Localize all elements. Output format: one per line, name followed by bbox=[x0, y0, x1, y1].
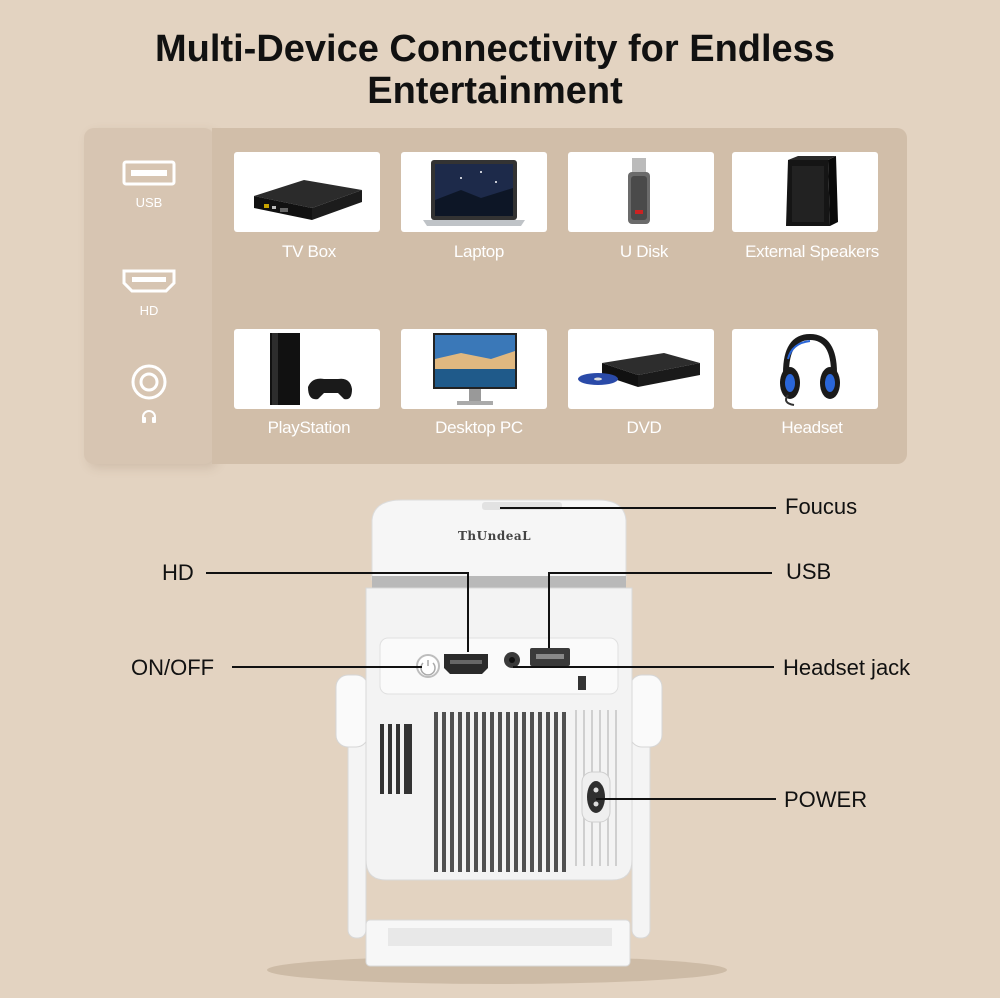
label-usb: USB bbox=[786, 559, 832, 584]
card-external-speakers bbox=[732, 152, 878, 232]
card-playstation bbox=[234, 329, 380, 409]
card-u-disk bbox=[568, 152, 714, 232]
leader-onoff bbox=[232, 666, 422, 668]
projector-brand: ThUndeaL bbox=[458, 529, 532, 543]
leader-headset-jack bbox=[513, 666, 774, 668]
card-laptop bbox=[401, 152, 547, 232]
tv-box-icon bbox=[254, 180, 362, 220]
device-label-headset: Headset bbox=[781, 418, 843, 437]
label-headset-jack: Headset jack bbox=[783, 655, 911, 680]
port-audio bbox=[84, 362, 214, 426]
leader-power bbox=[596, 798, 776, 800]
device-label-external-speakers: External Speakers bbox=[745, 242, 879, 261]
device-label-desktop-pc: Desktop PC bbox=[435, 418, 523, 437]
usb-port-icon bbox=[122, 160, 176, 186]
desktop-pc-icon bbox=[433, 333, 517, 405]
card-tv-box bbox=[234, 152, 380, 232]
hdmi-port-icon bbox=[122, 269, 176, 293]
device-label-laptop: Laptop bbox=[453, 242, 505, 261]
usb-disk-icon bbox=[628, 158, 650, 224]
title-line-2: Entertainment bbox=[367, 70, 623, 112]
label-focus: Foucus bbox=[785, 494, 858, 519]
card-headset bbox=[732, 329, 878, 409]
device-label-dvd: DVD bbox=[626, 418, 662, 437]
leader-hd-drop bbox=[467, 572, 469, 652]
title-line-1: Multi-Device Connectivity for Endless bbox=[155, 28, 835, 70]
label-onoff: ON/OFF bbox=[131, 655, 215, 680]
leader-focus bbox=[500, 507, 776, 509]
headphone-icon bbox=[142, 410, 156, 423]
port-hd: HD bbox=[84, 268, 214, 318]
label-power: POWER bbox=[784, 787, 868, 812]
audio-jack-icon bbox=[131, 364, 167, 400]
dvd-player-icon bbox=[578, 353, 700, 387]
leader-usb-drop bbox=[548, 572, 550, 648]
port-label-hd: HD bbox=[139, 303, 159, 318]
port-label-audio bbox=[84, 409, 214, 426]
headset-icon bbox=[780, 333, 840, 406]
device-label-u-disk: U Disk bbox=[619, 242, 669, 261]
port-label-usb: USB bbox=[135, 195, 163, 210]
device-label-tv-box: TV Box bbox=[282, 242, 336, 261]
laptop-icon bbox=[423, 160, 525, 226]
speaker-icon bbox=[786, 156, 838, 226]
card-dvd bbox=[568, 329, 714, 409]
projector-image bbox=[267, 499, 727, 984]
device-label-playstation: PlayStation bbox=[267, 418, 351, 437]
port-usb: USB bbox=[84, 160, 214, 210]
label-hd: HD bbox=[162, 560, 194, 585]
leader-usb bbox=[548, 572, 772, 574]
playstation-icon bbox=[270, 333, 352, 405]
port-column: USB HD bbox=[84, 128, 214, 464]
page-title: Multi-Device Connectivity for Endless En… bbox=[0, 28, 990, 112]
card-desktop-pc bbox=[401, 329, 547, 409]
leader-hd bbox=[206, 572, 469, 574]
